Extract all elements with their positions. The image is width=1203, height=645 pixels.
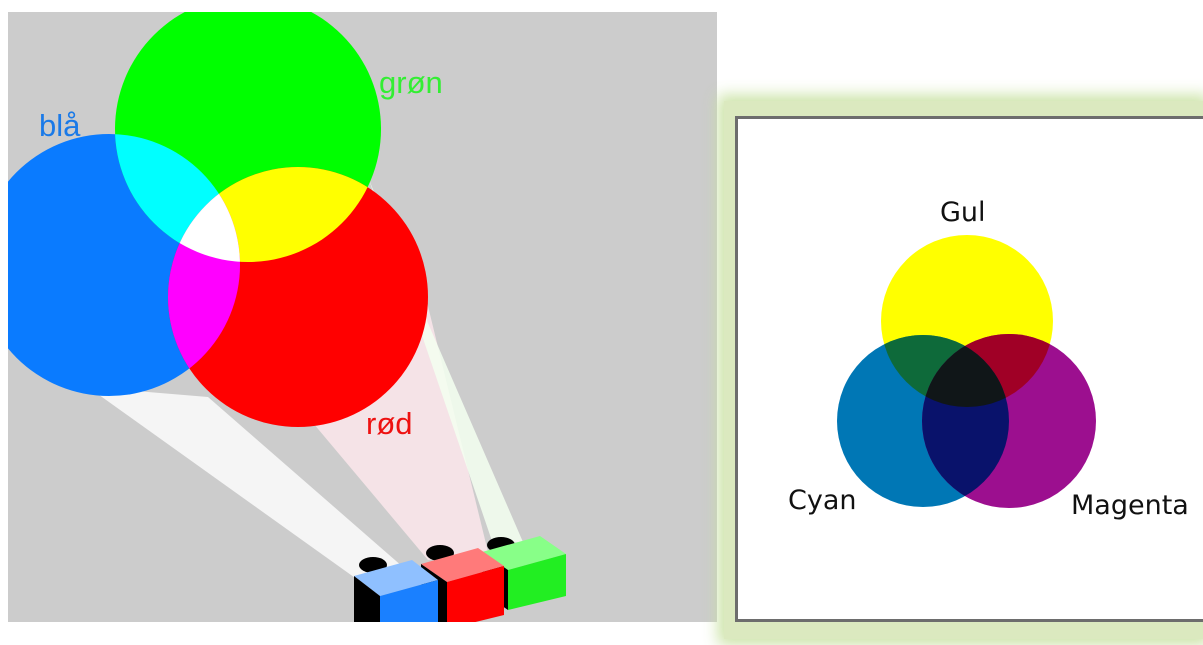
green-label: grøn: [379, 65, 443, 100]
subtractive-diagram: [837, 235, 1096, 508]
red-light-beam: [308, 257, 488, 560]
blue-light-beam: [88, 387, 403, 580]
additive-diagram: [8, 12, 566, 622]
white-center-overlap: [168, 167, 240, 262]
subtractive-color-panel: Gul Cyan Magenta: [735, 116, 1203, 622]
cyan-label: Cyan: [788, 485, 857, 516]
green-light-beam: [368, 177, 523, 544]
red-label: rød: [366, 406, 413, 441]
blue-projector: [354, 557, 438, 622]
additive-color-panel: blå grøn rød: [8, 12, 717, 622]
magenta-label: Magenta: [1071, 490, 1189, 521]
cyan-overlap: [115, 134, 240, 262]
black-center-overlap: [922, 335, 1009, 407]
blue-label: blå: [39, 108, 81, 143]
yellow-label: Gul: [940, 197, 986, 228]
